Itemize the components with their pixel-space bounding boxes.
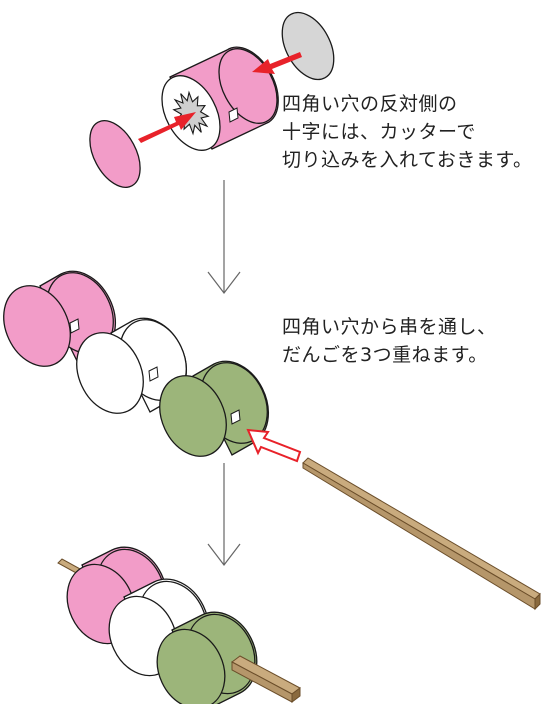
- square-hole: [148, 366, 159, 382]
- skewer-stick: [302, 457, 541, 611]
- step2-caption: 四角い穴から串を通し、 だんごを3つ重ねます。: [282, 313, 497, 369]
- step1-cylinder-group: [89, 11, 335, 188]
- square-hole: [230, 409, 241, 425]
- square-hole: [228, 107, 239, 123]
- caption-line: 十字には、カッターで: [282, 121, 476, 143]
- white-dango: [76, 317, 188, 414]
- green-dango-assembled: [156, 611, 258, 704]
- square-hole: [69, 318, 80, 334]
- pink-cap-disc: [89, 120, 141, 188]
- assembled-skewer: [57, 546, 301, 704]
- cross-cut-star: [172, 90, 210, 136]
- solid-red-arrow-icon: [252, 52, 302, 74]
- caption-line: 切り込みを入れておきます。: [282, 149, 533, 171]
- down-arrow-icon: [207, 180, 241, 294]
- caption-line: 四角い穴の反対側の: [282, 93, 458, 115]
- caption-line: だんごを3つ重ねます。: [282, 344, 488, 366]
- hollow-red-arrow-icon: [246, 428, 302, 463]
- push-arrows: [138, 52, 302, 143]
- down-arrow-icon: [207, 463, 241, 566]
- caption-line: 四角い穴から串を通し、: [282, 316, 497, 338]
- step2-dango-row: [3, 270, 270, 457]
- step1-caption: 四角い穴の反対側の 十字には、カッターで 切り込みを入れておきます。: [282, 90, 532, 174]
- gray-cap-disc: [281, 11, 335, 81]
- stick-front-end: [231, 655, 301, 703]
- solid-red-arrow-icon: [138, 112, 196, 143]
